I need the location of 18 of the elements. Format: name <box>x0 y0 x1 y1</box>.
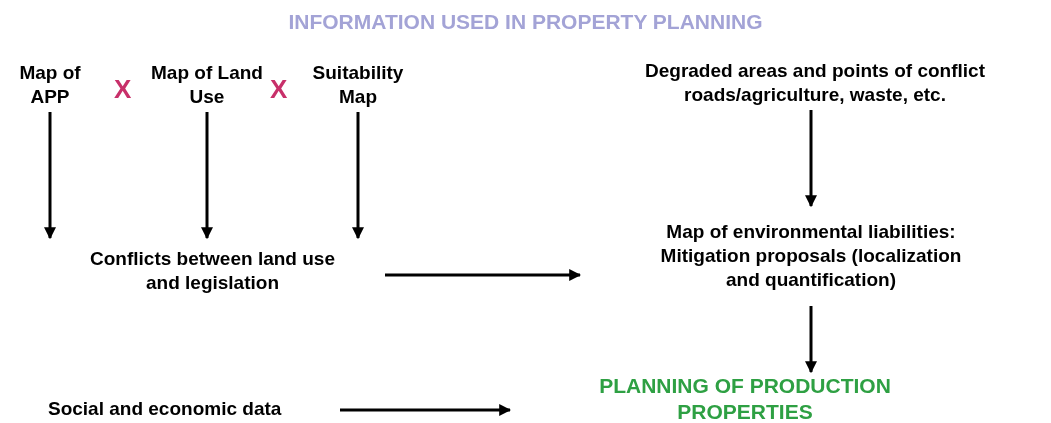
arrow <box>352 112 364 240</box>
node-text: Conflicts between land use and legislation <box>90 247 335 295</box>
multiply-sign: X <box>270 73 288 106</box>
arrow <box>385 269 582 281</box>
arrow <box>805 306 817 374</box>
multiply-sign: X <box>114 73 132 106</box>
arrow <box>44 112 56 240</box>
node-text: Social and economic data <box>48 397 282 421</box>
diagram-title: INFORMATION USED IN PROPERTY PLANNING <box>287 9 764 35</box>
arrow <box>805 110 817 208</box>
node-text: PLANNING OF PRODUCTION PROPERTIES <box>598 373 892 423</box>
node-text: Map of APP <box>18 61 82 109</box>
node-text: Suitability Map <box>311 61 405 109</box>
arrow <box>340 404 512 416</box>
node-text: Degraded areas and points of conflict roads/agriculture, waste, etc. <box>644 59 986 107</box>
arrow <box>201 112 213 240</box>
node-text: Map of Land Use <box>150 61 264 109</box>
node-text: Map of environmental liabilities: Mitigation proposals (localization and quantification) <box>659 220 963 292</box>
